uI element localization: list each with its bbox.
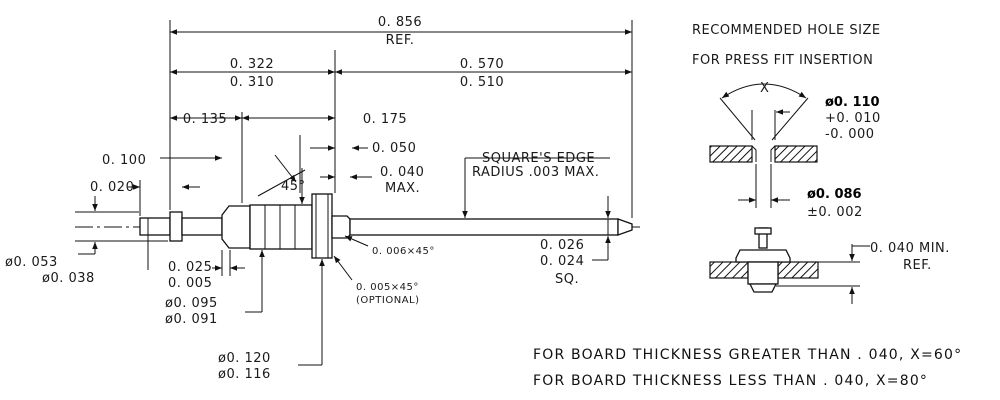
countersink-left-line <box>719 97 756 141</box>
dim-135: 0. 135 <box>183 112 227 127</box>
dim-sq-upper: 0. 026 <box>540 238 584 253</box>
hole-angle-x: X <box>760 81 769 96</box>
pin-post-tip <box>617 218 633 236</box>
pin-press-fit-body <box>249 204 313 250</box>
dim-sq: SQ. <box>555 272 579 287</box>
dim-005: 0. 005 <box>168 276 212 291</box>
hole-dia110: ø0. 110 <box>825 95 880 110</box>
note-square-edge-radius: RADIUS .003 MAX. <box>472 165 599 180</box>
dim-050: 0. 050 <box>372 141 416 156</box>
dim-040: 0. 040 <box>380 165 424 180</box>
dim-dia038: ø0. 038 <box>42 271 95 286</box>
dim-025: 0. 025 <box>168 260 212 275</box>
dim-020: 0. 020 <box>90 180 134 195</box>
dim-b-lower: 0. 510 <box>460 75 504 90</box>
inserted-pin-flange <box>735 249 791 263</box>
hole-min-ref: 0. 040 MIN. <box>870 241 950 256</box>
dim-dia091: ø0. 091 <box>165 312 218 327</box>
pin-flange <box>311 193 333 259</box>
dim-a-upper: 0. 322 <box>230 57 274 72</box>
pin-left-tip <box>139 217 171 236</box>
dim-chamfer-005: 0. 005×45° <box>356 282 419 293</box>
hole-dia086: ø0. 086 <box>807 187 862 202</box>
hole-min-ref2: REF. <box>903 258 932 273</box>
note-line1: FOR BOARD THICKNESS GREATER THAN . 040, … <box>533 347 962 363</box>
dimension-labels: 0. 856 REF. 0. 322 0. 310 0. 570 0. 510 … <box>5 15 599 382</box>
hole-tol-minus: -0. 000 <box>825 127 875 142</box>
dimension-lines <box>78 29 632 366</box>
angle-arc <box>721 83 807 99</box>
dim-dia120: ø0. 120 <box>218 351 271 366</box>
hole-title-line2: FOR PRESS FIT INSERTION <box>692 53 873 68</box>
board-section-left <box>709 145 753 163</box>
dim-175: 0. 175 <box>363 112 407 127</box>
dim-chamfer-006: 0. 006×45° <box>372 246 435 257</box>
pin-collar <box>169 211 183 242</box>
board-section2-right <box>777 261 819 279</box>
pin-side-view <box>75 193 640 259</box>
board-section-right <box>774 145 818 163</box>
dim-dia095: ø0. 095 <box>165 296 218 311</box>
dim-overall: 0. 856 <box>378 15 422 30</box>
pin-square-post <box>349 218 619 236</box>
dim-100: 0. 100 <box>102 153 146 168</box>
note-line2: FOR BOARD THICKNESS LESS THAN . 040, X=8… <box>533 373 928 389</box>
dim-dia116: ø0. 116 <box>218 367 271 382</box>
inserted-pin-body <box>747 261 779 285</box>
inserted-pin-top <box>754 227 772 235</box>
dim-chamfer-optional: (OPTIONAL) <box>356 295 420 306</box>
board-section2-left <box>709 261 749 279</box>
dim-dia053: ø0. 053 <box>5 255 58 270</box>
hole-title-line1: RECOMMENDED HOLE SIZE <box>692 23 881 38</box>
dim-a-lower: 0. 310 <box>230 75 274 90</box>
inserted-pin-bottom <box>748 283 778 293</box>
countersink-right-line <box>771 97 809 141</box>
pin-chamfer-neck <box>331 215 351 239</box>
notes: FOR BOARD THICKNESS GREATER THAN . 040, … <box>533 347 962 389</box>
dim-040-max: MAX. <box>385 181 420 196</box>
hole-tol-086: ±0. 002 <box>807 205 863 220</box>
dim-b-upper: 0. 570 <box>460 57 504 72</box>
extension-lines <box>75 20 633 270</box>
hole-detail: RECOMMENDED HOLE SIZE FOR PRESS FIT INSE… <box>692 23 950 304</box>
dim-angle: 45° <box>281 179 306 194</box>
hole-tol-plus: +0. 010 <box>825 111 881 126</box>
pin-neck <box>181 217 223 236</box>
note-square-edge: SQUARE'S EDGE <box>482 151 595 166</box>
pin-shoulder <box>221 205 251 249</box>
dim-sq-lower: 0. 024 <box>540 254 584 269</box>
dim-overall-ref: REF. <box>386 33 415 48</box>
hole-countersink <box>751 145 776 162</box>
